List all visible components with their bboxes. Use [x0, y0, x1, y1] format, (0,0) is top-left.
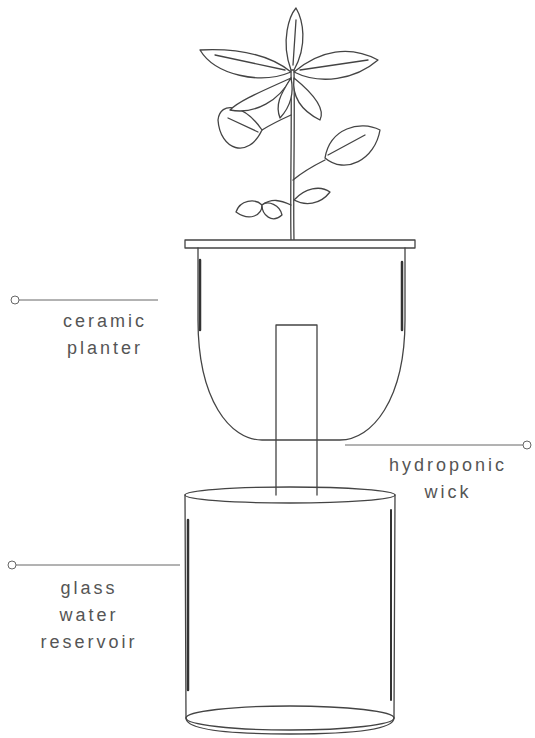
leader-dot [523, 441, 531, 449]
leader-line [16, 565, 180, 566]
reservoir-top [185, 487, 395, 503]
leader-dot [8, 561, 16, 569]
reservoir-bottom [186, 706, 394, 730]
plant-branch [293, 160, 325, 180]
leader-line [345, 445, 523, 446]
leaves [200, 8, 380, 219]
planter-bowl [198, 248, 405, 440]
leader-line [19, 300, 158, 301]
leader-dot [11, 296, 19, 304]
plant-stem [293, 70, 295, 240]
reservoir-wall [185, 495, 395, 718]
part-label: ceramic planter [30, 308, 180, 362]
plant-branch [262, 115, 291, 130]
planter-rim [185, 240, 415, 248]
part-label: hydroponic wick [368, 452, 528, 506]
wick [276, 325, 317, 495]
part-label: glass water reservoir [28, 575, 150, 656]
